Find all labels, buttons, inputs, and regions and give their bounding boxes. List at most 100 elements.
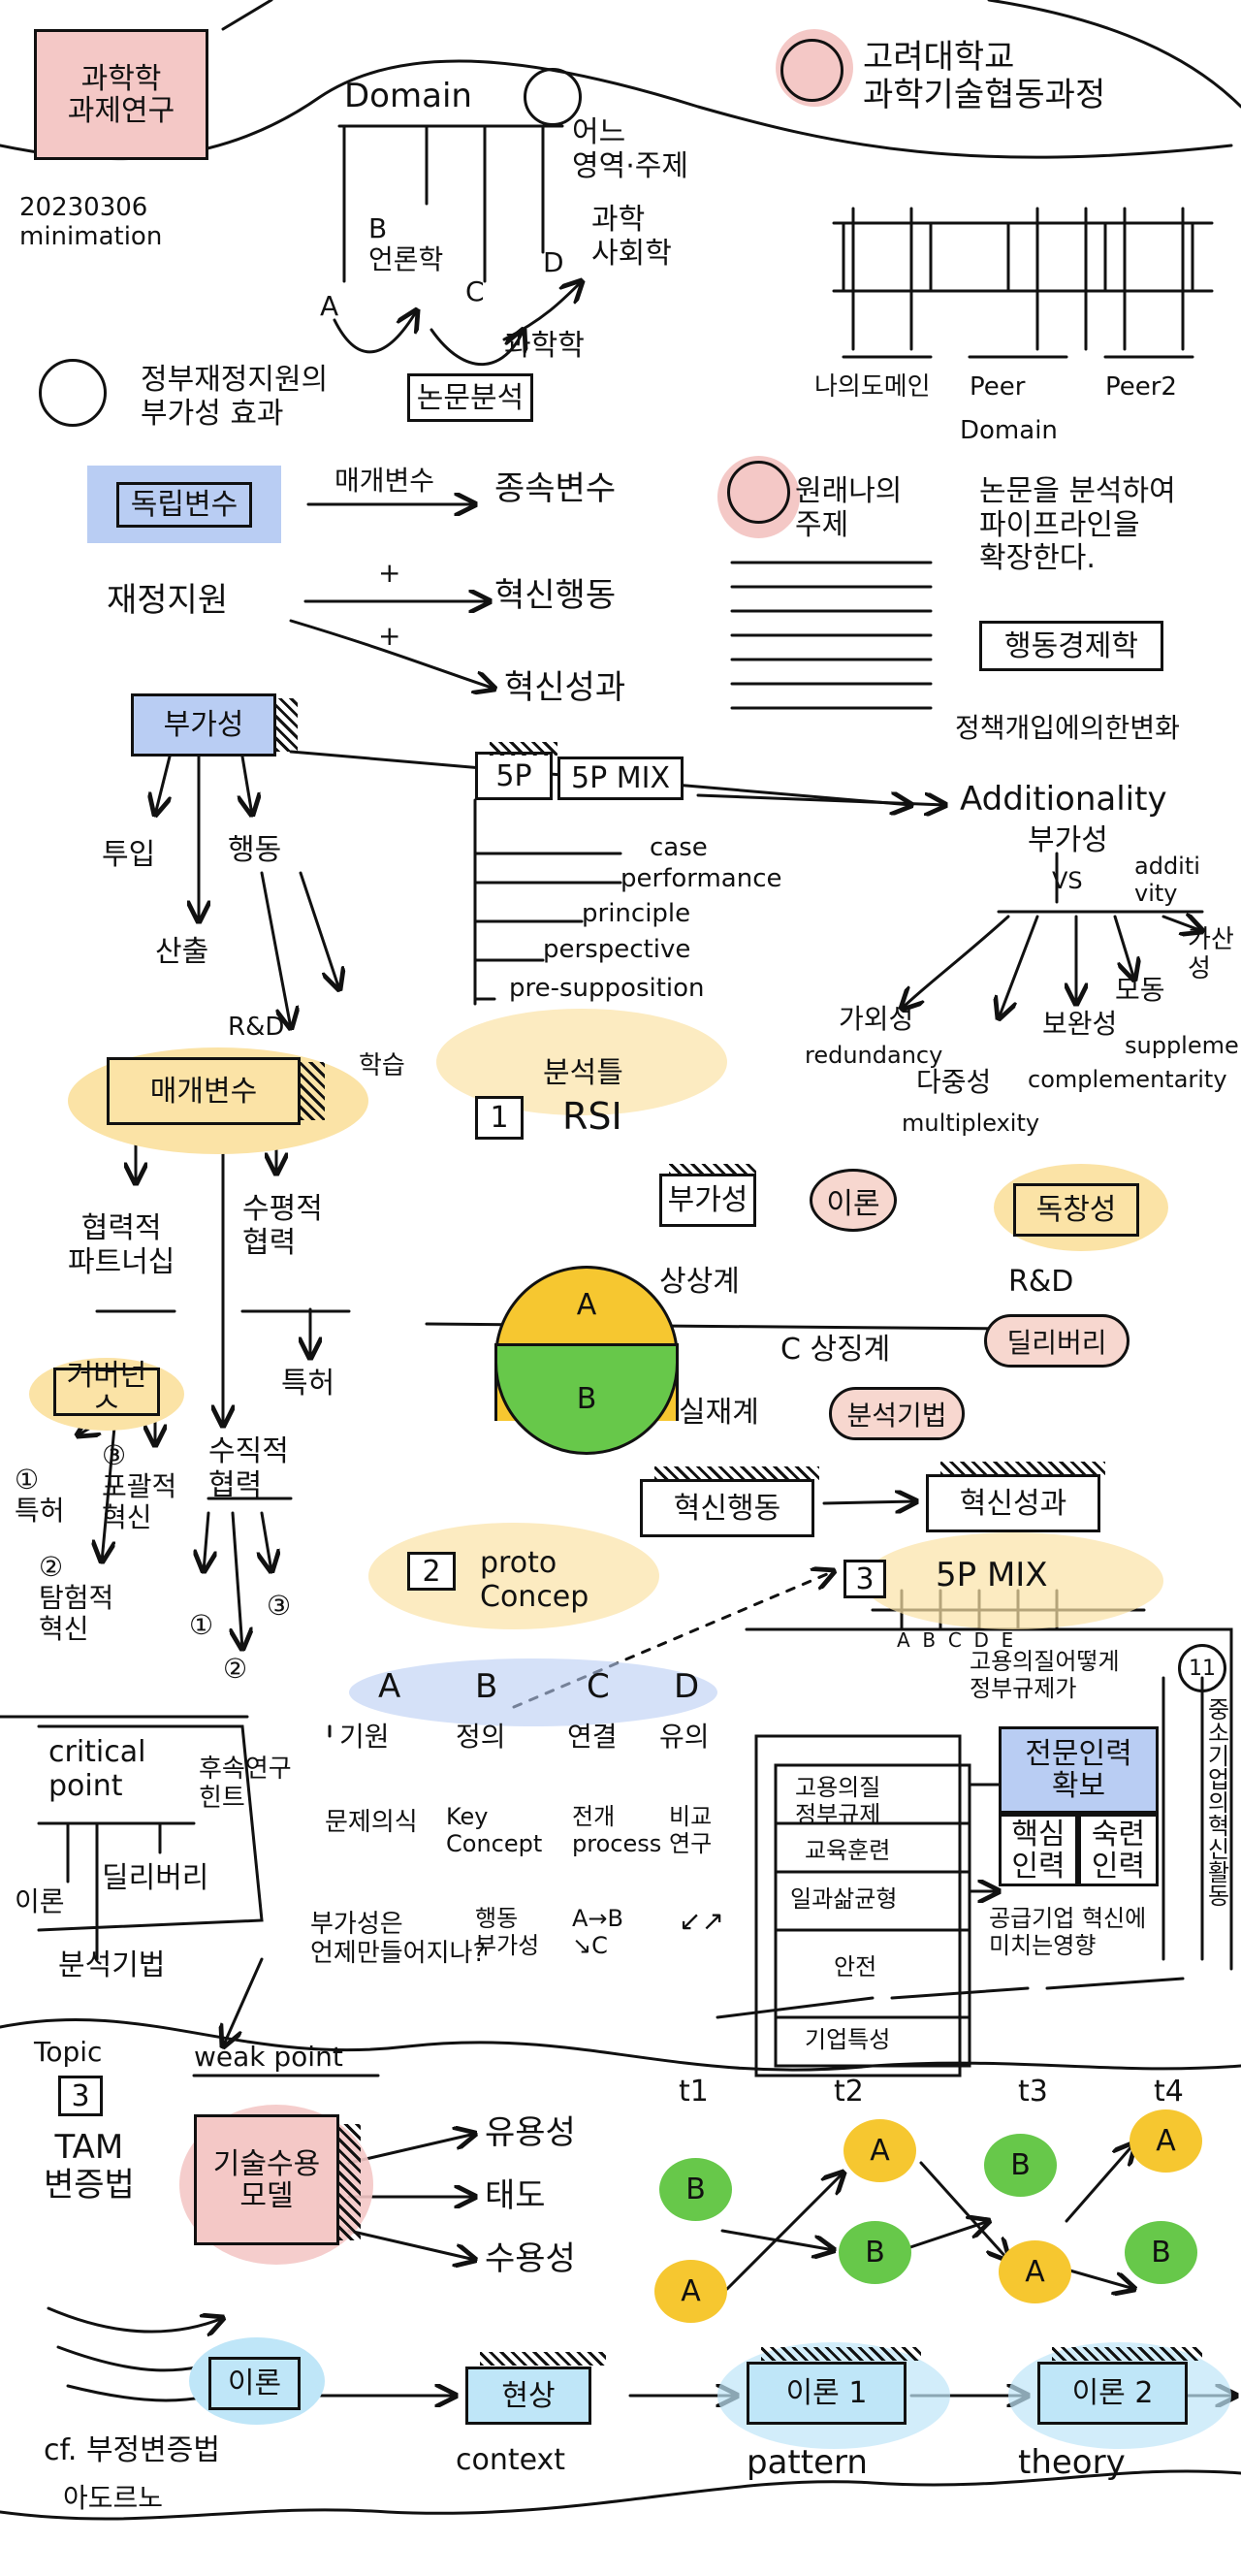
proto-num-box: 2 xyxy=(407,1552,456,1591)
critical-method: 분석기법 xyxy=(58,1948,166,1982)
th2-text: 이론 2 xyxy=(1071,2376,1154,2410)
dv-label: 종속변수 xyxy=(494,469,617,508)
collab1-label: 협력적 파트너십 xyxy=(68,1211,175,1279)
fivep-mix-title: 5P MIX xyxy=(936,1556,1048,1594)
v1-label: ① xyxy=(189,1609,214,1641)
behavior-label: 혁신행동 xyxy=(494,576,617,615)
symbolic-label: C 상징계 xyxy=(780,1333,891,1367)
topic-box: 과학학 과제연구 xyxy=(34,29,208,160)
v3-label: ③ xyxy=(267,1590,292,1622)
fivep-mix-num-box: 3 xyxy=(843,1560,886,1598)
context-label: context xyxy=(456,2443,566,2477)
bottom-theory-box: 이론 xyxy=(208,2357,301,2410)
tool-num-text: 1 xyxy=(490,1101,509,1135)
pipe-label-my: 나의도메인 xyxy=(814,372,931,402)
add-tree-gasan: 가산 성 xyxy=(1188,925,1234,983)
fivep-row-4: 안전 xyxy=(834,1953,877,1980)
imaginary-label: 상상계 xyxy=(659,1265,740,1299)
venn-perf-hatch xyxy=(940,1462,1105,1475)
collab2-label: 수평적 협력 xyxy=(242,1192,323,1260)
node-a-t4: A xyxy=(1130,2109,1202,2173)
t4-label: t4 xyxy=(1154,2075,1184,2109)
domain-d-label: 과학 사회학 xyxy=(591,203,672,271)
delivery-pill: 딜리버리 xyxy=(984,1314,1130,1368)
bottom-topic: Topic xyxy=(34,2036,103,2068)
node-b-t1: B xyxy=(659,2158,732,2221)
domain-c: C xyxy=(465,275,485,307)
comp: complementarity xyxy=(1028,1066,1227,1093)
support-label: 재정지원 xyxy=(107,581,229,620)
add-tree-title: Additionality xyxy=(960,780,1167,819)
skilled-staff-text: 숙련 인력 xyxy=(1091,1817,1146,1884)
th2-box: 이론 2 xyxy=(1037,2362,1188,2425)
unique-box: 독창성 xyxy=(1013,1183,1139,1237)
gov-3-label: ③ 포괄적 혁신 xyxy=(102,1439,177,1534)
t1-label: t1 xyxy=(679,2075,709,2109)
useful-label: 유용성 xyxy=(485,2113,576,2152)
additionality-box: 부가성 xyxy=(131,693,276,757)
attitude-label: 태도 xyxy=(485,2176,546,2215)
t3-label: t3 xyxy=(1018,2075,1048,2109)
proto-a: A xyxy=(378,1667,401,1706)
additionality-hatch xyxy=(276,698,298,752)
behavioral-econ-box: 행동경제학 xyxy=(979,621,1163,671)
node-a-t2: A xyxy=(843,2119,916,2182)
phen-box: 현상 xyxy=(465,2367,591,2425)
fivep-mix-text: 5P MIX xyxy=(571,761,670,795)
fivep-row-5: 기업특성 xyxy=(805,2026,891,2053)
proto-r3-b: 행동 부가성 xyxy=(475,1905,540,1959)
paper-analysis-box: 논문분석 xyxy=(407,373,533,422)
venn-additionality-box: 부가성 xyxy=(659,1174,756,1227)
bottom-tam: TAM 변증법 xyxy=(44,2128,135,2206)
output-label: 산출 xyxy=(155,935,209,969)
my-topic-label: 원래나의 주제 xyxy=(795,474,903,542)
node-b-t4: B xyxy=(1125,2221,1197,2284)
proto-b: B xyxy=(475,1667,498,1706)
mediator-hatch xyxy=(301,1062,325,1120)
th2-hatch xyxy=(1052,2347,1202,2361)
fivep-box: 5P xyxy=(475,752,553,800)
pipe-label-peer2: Peer2 xyxy=(1105,372,1177,402)
mediator-arrow-label: 매개변수 xyxy=(334,465,435,497)
paper-analysis-text: 논문분석 xyxy=(416,380,525,415)
fivep-item-1: case xyxy=(650,833,708,862)
fivep-face-text: 11 xyxy=(1189,1656,1216,1681)
policy-note: 정책개입에의한변화 xyxy=(955,712,1180,744)
fivep-hatch xyxy=(490,742,557,756)
multi: multiplexity xyxy=(902,1110,1040,1137)
domain-face-icon xyxy=(524,68,582,126)
proto-r2-c: 전개 process xyxy=(572,1803,662,1857)
domain-label: Domain xyxy=(344,77,472,115)
performance-label: 혁신성과 xyxy=(504,668,626,707)
proto-r2-d: 비교 연구 xyxy=(669,1803,713,1857)
proto-c: C xyxy=(587,1667,610,1706)
proto-r1-a: 기원 xyxy=(339,1721,390,1753)
comp-k: 보완성 xyxy=(1042,1008,1118,1040)
proto-title: proto Concep xyxy=(480,1546,589,1614)
critical-hint: 후속연구 힌트 xyxy=(199,1755,292,1813)
gov-2-label: ② 탐험적 혁신 xyxy=(39,1551,114,1646)
iv-box: 독립변수 xyxy=(87,466,281,543)
venn-add-hatch xyxy=(669,1164,756,1175)
learning-label: 학습 xyxy=(359,1051,405,1080)
fivep-row-2: 교육훈련 xyxy=(805,1837,891,1864)
critical-theory: 이론 xyxy=(15,1885,65,1917)
node-a-t1: A xyxy=(654,2260,727,2323)
fivep-text: 5P xyxy=(495,758,532,793)
modong: 모동 xyxy=(1115,974,1165,1006)
topic-box-text: 과학학 과제연구 xyxy=(67,61,175,128)
fivep-row-3: 일과삶균형 xyxy=(790,1885,898,1913)
add-tree-sub: 부가성 xyxy=(1028,823,1108,857)
fivep-mix-letters: A B C D E xyxy=(897,1628,1014,1652)
real-label: 실재계 xyxy=(679,1396,759,1430)
venn-behavior-text: 혁신행동 xyxy=(673,1491,781,1526)
proto-r1-d: 유의 xyxy=(659,1721,710,1753)
proto-r1-b: 정의 xyxy=(456,1721,506,1753)
behavioral-econ-text: 행동경제학 xyxy=(1004,628,1138,663)
theory-circle-text: 이론 xyxy=(826,1186,880,1221)
delivery-text: 딜리버리 xyxy=(1006,1326,1107,1359)
proto-r1-c: 연결 xyxy=(567,1721,618,1753)
add-tree-vs: VS xyxy=(1052,867,1083,894)
research-face-icon xyxy=(39,359,107,427)
gov-1-label: ① 특허 xyxy=(15,1464,65,1528)
